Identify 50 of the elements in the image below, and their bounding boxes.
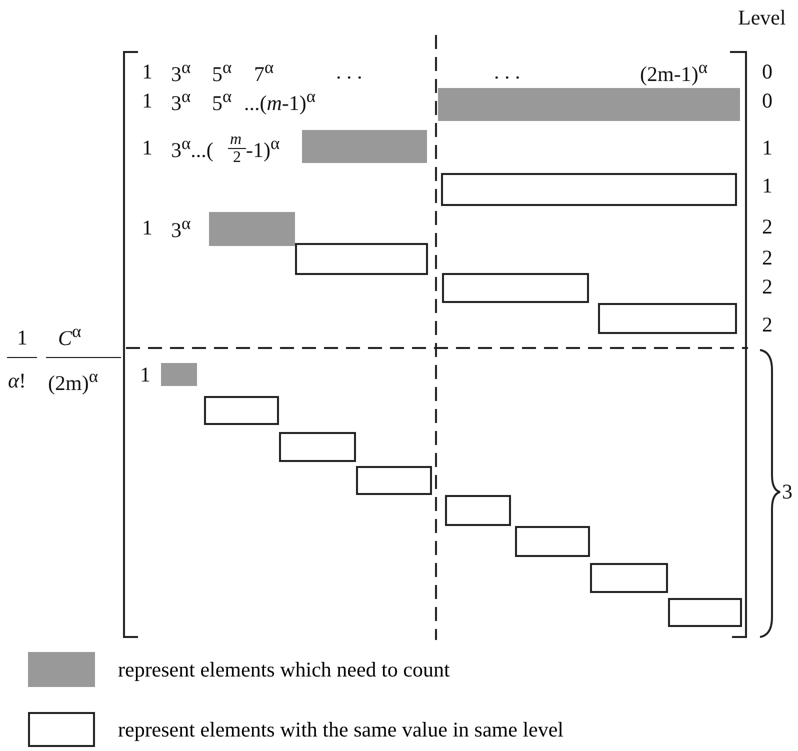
- level-number: 3: [782, 482, 792, 502]
- level-number: 2: [762, 216, 772, 238]
- matrix-entry: 1: [142, 138, 152, 158]
- level-number: 1: [762, 176, 772, 196]
- matrix-entry: 3$^{α}$...(: [171, 135, 214, 161]
- matrix-entry: 3$^{α}$: [171, 215, 191, 241]
- level-number: 1: [762, 138, 772, 158]
- outlined-bar: [590, 563, 668, 593]
- level-number: 0: [762, 62, 772, 82]
- matrix-entry: 1: [142, 218, 152, 238]
- outlined-bar: [515, 526, 590, 557]
- fraction-denominator: α!: [8, 370, 26, 392]
- fraction-numerator: 1: [17, 328, 28, 348]
- outlined-bar: [441, 173, 737, 206]
- level-number: 2: [762, 276, 772, 298]
- fraction-denominator: 2: [233, 150, 241, 166]
- column-heading: Level: [738, 8, 786, 28]
- outlined-bar: [445, 495, 511, 526]
- outlined-bar: [356, 466, 432, 495]
- matrix-entry: 1: [142, 62, 152, 82]
- legend-text: represent elements which need to count: [118, 658, 450, 682]
- fraction-numerator: m: [230, 132, 242, 148]
- matrix-entry: -1)$^{α}$: [246, 135, 280, 161]
- outlined-bar: [442, 273, 589, 303]
- level-number: 2: [762, 248, 772, 268]
- fraction-numerator: C$^{α}$: [58, 323, 82, 349]
- matrix-entry: (2m-1)$^{α}$: [640, 59, 708, 85]
- shaded-bar: [302, 130, 427, 163]
- matrix-entry: 5$^{α}$: [212, 59, 232, 85]
- matrix-entry: 3$^{α}$: [171, 59, 191, 85]
- outlined-bar: [598, 303, 737, 334]
- legend-text: represent elements with the same value in same level: [118, 718, 564, 742]
- shaded-bar: [438, 88, 740, 121]
- shaded-bar: [161, 363, 197, 386]
- outlined-bar: [204, 396, 279, 425]
- ellipsis: . . .: [494, 62, 520, 82]
- matrix-entry: 1: [140, 364, 150, 386]
- level-number: 0: [762, 90, 772, 112]
- shaded-bar: [209, 212, 295, 246]
- matrix-entry: 1: [142, 90, 152, 112]
- level-number: 2: [762, 314, 772, 336]
- ellipsis: . . .: [336, 62, 362, 82]
- matrix-entry: 3$^{α}$: [171, 88, 191, 114]
- fraction-denominator: (2m)$^{α}$: [48, 368, 98, 394]
- matrix-entry: ...(m-1)$^{α}$: [244, 88, 316, 114]
- outlined-bar: [279, 432, 356, 462]
- outlined-bar: [668, 598, 742, 627]
- matrix-entry: 7$^{α}$: [254, 59, 274, 85]
- matrix-entry: 5$^{α}$: [212, 88, 232, 114]
- outlined-bar: [295, 243, 428, 275]
